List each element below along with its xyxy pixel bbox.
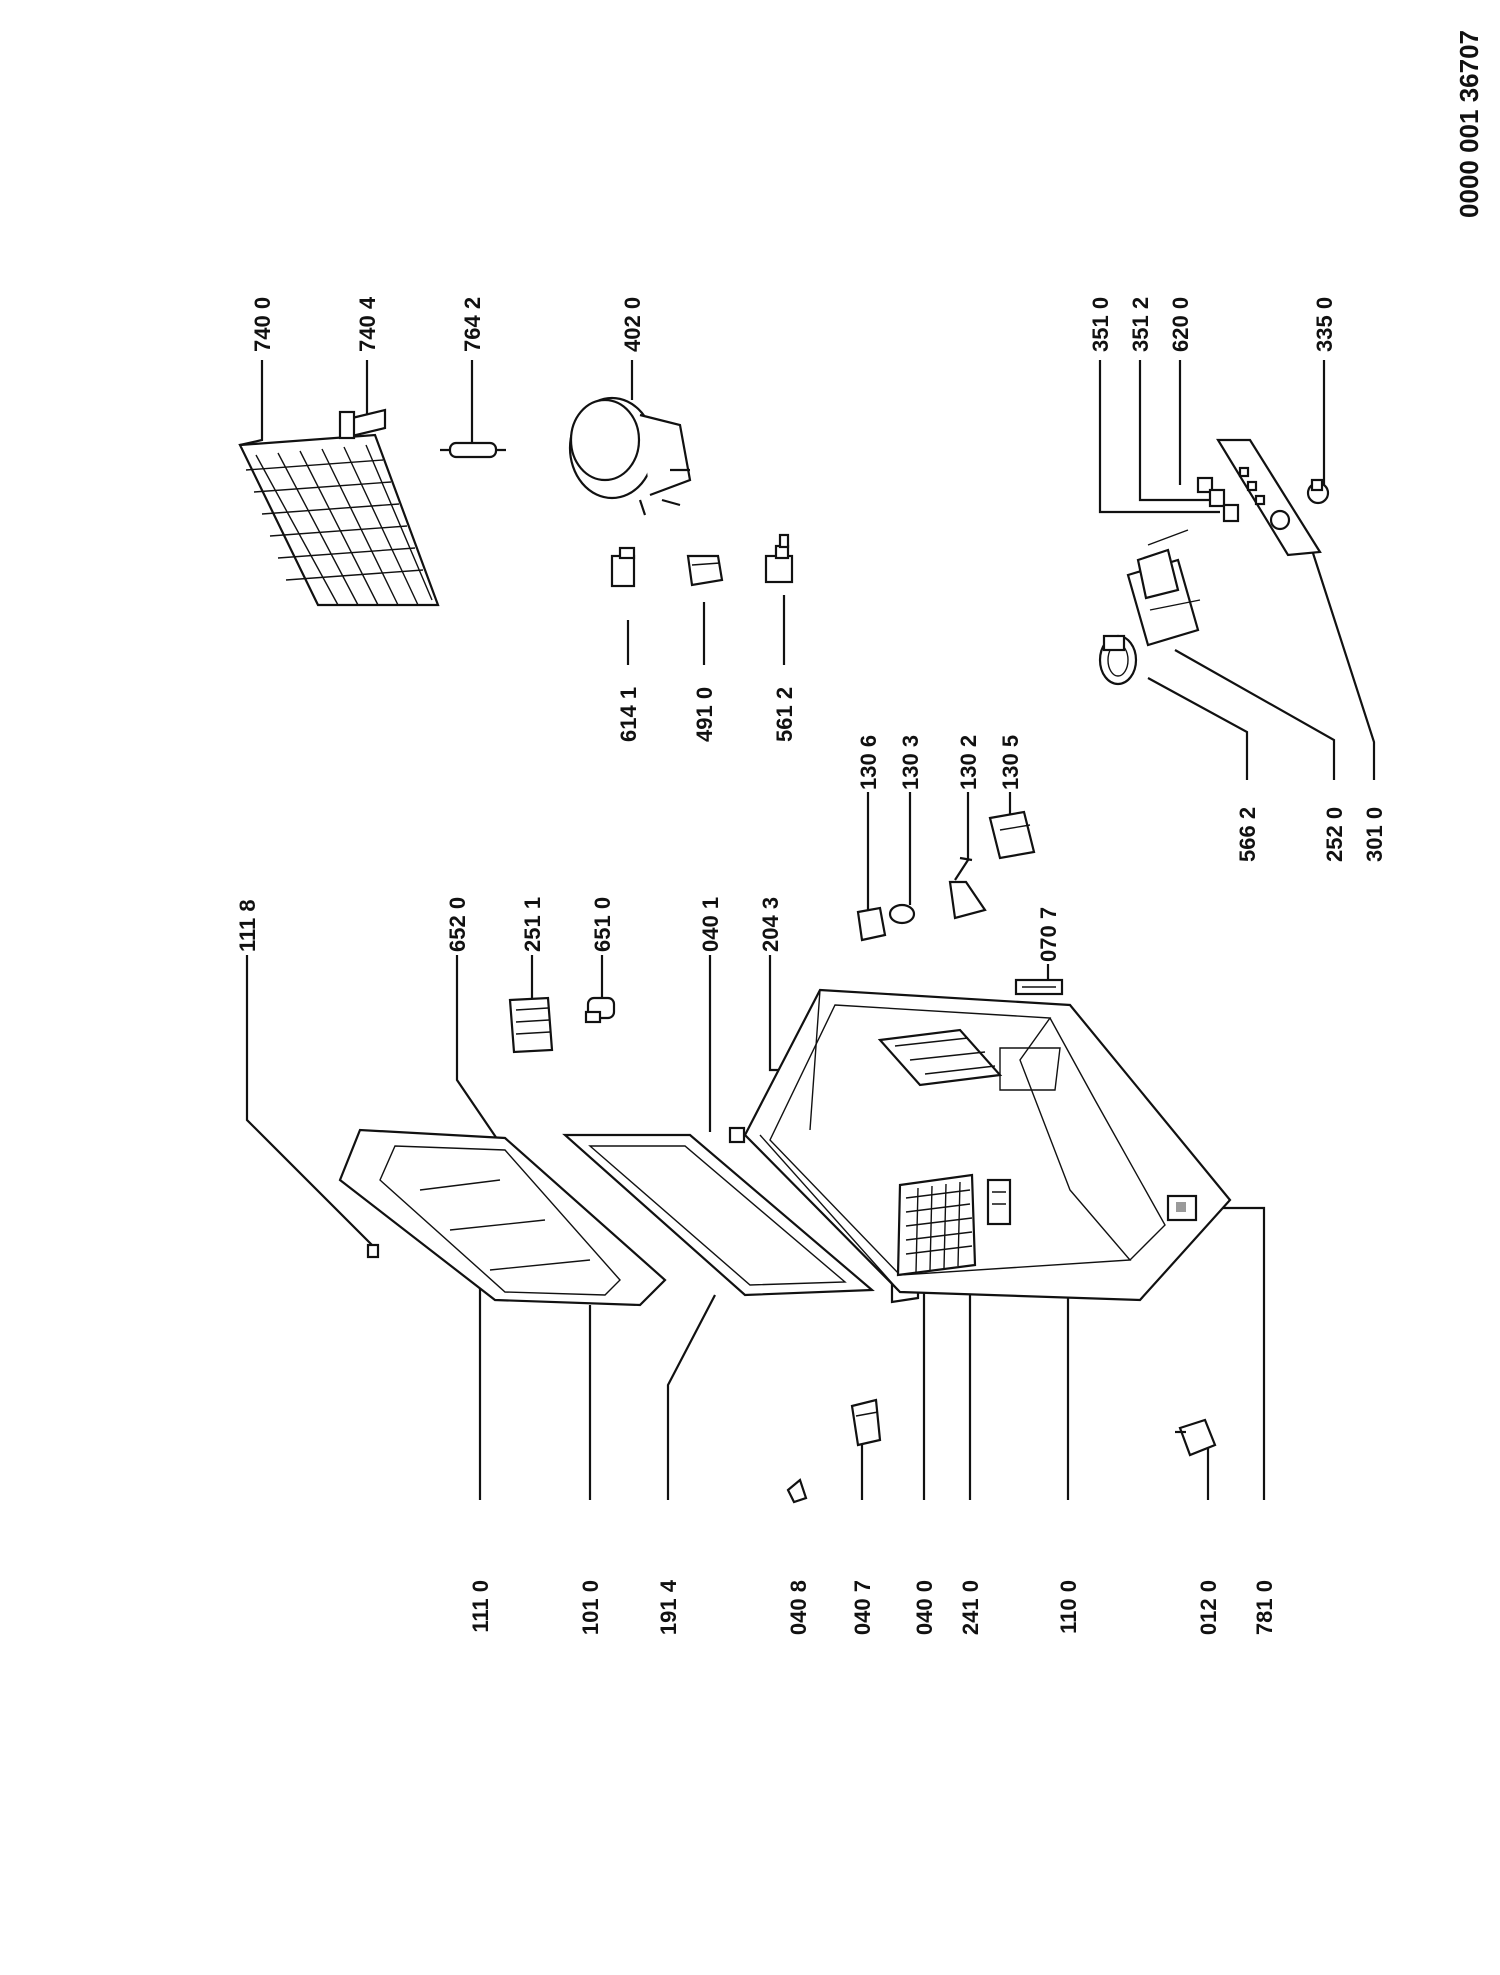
- condenser-coil: [238, 433, 440, 607]
- callout-label: 111 0: [468, 1580, 493, 1633]
- control-panel: [1216, 438, 1322, 557]
- callout-label: 241 0: [958, 1580, 983, 1635]
- callout-label: 740 4: [355, 296, 380, 352]
- indicator-lamps: [1196, 476, 1240, 523]
- lamp-holder: [856, 906, 887, 942]
- drain-plug: [986, 1178, 1012, 1226]
- callout-label: 130 5: [998, 735, 1023, 790]
- callout-label: 561 2: [772, 687, 797, 742]
- relay-cover: [686, 554, 724, 587]
- callout-label: 301 0: [1362, 807, 1387, 862]
- filter-drier: [440, 441, 506, 459]
- callout-label: 351 0: [1088, 297, 1113, 352]
- callout-label: 130 3: [898, 735, 923, 790]
- callout-label: 191 4: [656, 1579, 681, 1635]
- thermostat-knob: [1306, 478, 1330, 505]
- hinge-screw: [786, 1478, 808, 1504]
- lamp-switch: [948, 856, 987, 920]
- callout-label: 040 1: [698, 897, 723, 952]
- callout-label: 614 1: [616, 687, 641, 742]
- compressor: [568, 396, 692, 516]
- callout-label: 491 0: [692, 687, 717, 742]
- callout-label: 781 0: [1252, 1580, 1277, 1635]
- callout-label: 566 2: [1235, 807, 1260, 862]
- callout-label: 651 0: [590, 897, 615, 952]
- callout-label: 204 3: [758, 897, 783, 952]
- document-number: 0000 001 36707: [1454, 30, 1484, 218]
- callout-label: 764 2: [460, 297, 485, 352]
- callout-label: 351 2: [1128, 297, 1153, 352]
- callout-label: 252 0: [1322, 807, 1347, 862]
- callout-label: 130 2: [956, 735, 981, 790]
- callout-label: 012 0: [1196, 1580, 1221, 1635]
- callout-label: 040 7: [850, 1580, 875, 1635]
- lamp-cover: [988, 810, 1036, 860]
- lid-clip: [366, 1243, 380, 1259]
- lamp-bulb: [888, 903, 916, 925]
- starter-relay: [610, 546, 636, 588]
- overload-protector: [764, 533, 794, 584]
- hinge-cover: [850, 1398, 882, 1447]
- freezer-cabinet: [743, 988, 1232, 1302]
- callout-label: 335 0: [1312, 297, 1337, 352]
- hinge-upper: [728, 1126, 746, 1144]
- thermostat: [1126, 529, 1201, 647]
- callout-label: 130 6: [856, 735, 881, 790]
- callout-label: 040 8: [786, 1580, 811, 1635]
- lid-gasket: [562, 1133, 875, 1297]
- callout-label: 402 0: [620, 297, 645, 352]
- divider-shelf: [877, 1028, 1003, 1087]
- callout-label: 652 0: [445, 897, 470, 952]
- callout-labels: 740 0 740 4 764 2 402 0 614 1 491 0 561 …: [235, 296, 1387, 1635]
- lamp: [584, 996, 616, 1024]
- condenser-bracket: [338, 408, 387, 440]
- callout-label: 111 8: [235, 899, 260, 952]
- callout-label: 620 0: [1168, 297, 1193, 352]
- callout-label: 110 0: [1056, 1580, 1081, 1634]
- callout-label: 040 0: [912, 1580, 937, 1635]
- wire-basket: [896, 1173, 977, 1277]
- callout-label: 101 0: [578, 1580, 603, 1635]
- lamp-panel: [508, 996, 554, 1054]
- drain-grille: [1014, 978, 1064, 996]
- callout-label: 070 7: [1036, 907, 1061, 962]
- cabinet-foot: [1166, 1194, 1198, 1222]
- callout-label: 740 0: [250, 297, 275, 352]
- thermostat-capillary: [1098, 634, 1138, 686]
- freezer-lid: [338, 1128, 667, 1307]
- callout-label: 251 1: [520, 897, 545, 952]
- mounting-bracket: [1175, 1418, 1217, 1457]
